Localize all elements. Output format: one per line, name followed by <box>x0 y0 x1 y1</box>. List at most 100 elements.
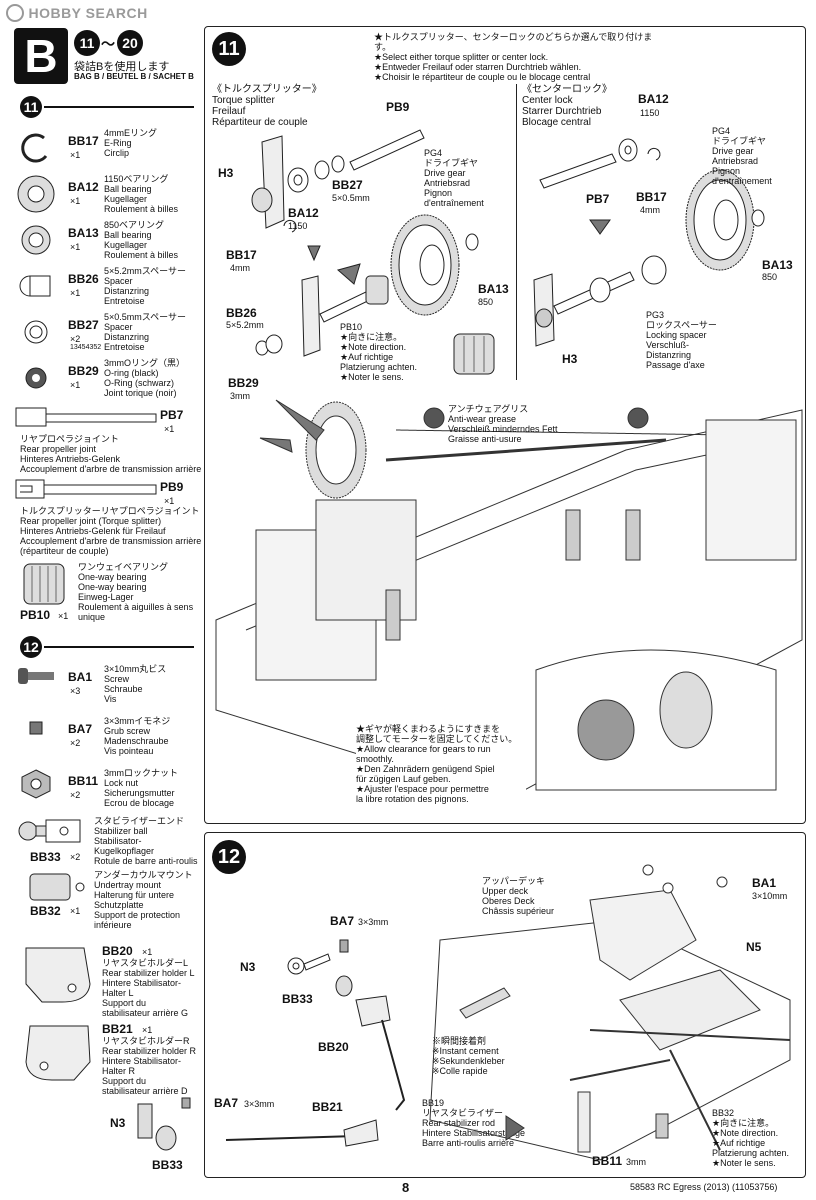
step11-label-bb29: BB29 <box>228 376 259 390</box>
pb9-code: PB9 <box>160 480 184 494</box>
step11-label-ba13-size: 850 <box>478 297 494 307</box>
option-divider <box>516 84 517 380</box>
part-qty: ×2 <box>70 852 81 862</box>
step12-panel <box>204 832 806 1178</box>
sidebar-rule-12 <box>44 646 194 648</box>
o-ring-icon <box>25 367 47 389</box>
step-range-sep: ～ <box>101 36 115 52</box>
part-desc: 1150ベアリング Ball bearing Kugellager Roulem… <box>104 174 179 214</box>
part-qty: ×2 <box>70 790 81 800</box>
step11-label-ba13b-size: 850 <box>762 272 778 282</box>
step11-label-bb17b: BB17 <box>636 190 667 204</box>
part-qty: ×1 <box>70 288 81 298</box>
part-extra: 13454352 <box>70 344 102 351</box>
part-code: BA12 <box>68 180 99 194</box>
part-desc: 850ベアリング Ball bearing Kugellager Rouleme… <box>104 220 179 260</box>
spacer-icon <box>24 320 48 344</box>
chassis-assembly-drawing <box>215 399 803 801</box>
step12-label-bb11: BB11 <box>592 1154 623 1168</box>
bb21-desc: リヤスタビホルダーR Rear stabilizer holder R Hint… <box>102 1036 197 1096</box>
cement-note: ※瞬間接着剤 ※Instant cement ※Sekundenkleber ※… <box>432 1036 505 1076</box>
step11-label-pb9: PB9 <box>386 100 410 114</box>
pb10-shape <box>23 563 65 605</box>
upper-deck-drawing <box>429 864 791 1161</box>
grub-screw-icon <box>29 721 43 735</box>
part-qty: ×3 <box>70 686 81 696</box>
step-range-to: 20 <box>117 30 143 56</box>
step12-label-bb33b: BB33 <box>152 1158 183 1172</box>
step11-panel <box>204 26 806 824</box>
torque-splitter-title: 《トルクスプリッター》 Torque splitter Freilauf Rép… <box>212 84 322 128</box>
step11-pg3: PG3 ロックスペーサー Locking spacer Verschluß- D… <box>646 310 717 370</box>
bearing-icon <box>21 225 51 255</box>
step11-pg4: PG4 ドライブギヤ Drive gear Antriebsrad Pignon… <box>424 148 484 208</box>
part-qty: ×1 <box>70 380 81 390</box>
part-code: BB32 <box>30 904 61 918</box>
spacer-icon <box>19 275 51 297</box>
step12-label-ba7b: BA7 <box>214 1096 239 1110</box>
step11-label-ba12-size: 1150 <box>288 221 308 231</box>
step12-label-ba7a: BA7 <box>330 914 355 928</box>
sidebar-step-12: 12 <box>20 636 42 658</box>
bag-letter-box: B <box>14 28 68 84</box>
step12-label-bb21: BB21 <box>312 1100 343 1114</box>
bb21-shape <box>25 1025 91 1081</box>
step11-label-pb7: PB7 <box>586 192 610 206</box>
part-desc: 5×5.2mmスペーサー Spacer Distanzring Entretoi… <box>104 266 186 306</box>
step12-bb19-note: BB19 リヤスタビライザー Rear stabilizer rod Hinte… <box>422 1098 526 1148</box>
stabilizer-drawing <box>137 939 406 1151</box>
stabilizer-ball-icon <box>18 819 81 843</box>
part-code: BA1 <box>68 670 93 684</box>
sidebar-rule-11 <box>44 106 194 108</box>
pb7-qty: ×1 <box>164 424 175 434</box>
sidebar-step-11: 11 <box>20 96 42 118</box>
part-code: BB29 <box>68 364 99 378</box>
watermark-logo: HOBBY SEARCH <box>6 4 166 22</box>
step11-label-bb27: BB27 <box>332 178 363 192</box>
step12-label-bb33a: BB33 <box>282 992 313 1006</box>
pb9-qty: ×1 <box>164 496 175 506</box>
use-bag-ml: BAG B / BEUTEL B / SACHET B <box>74 72 194 81</box>
footer-ref: 58583 RC Egress (2013) (11053756) <box>630 1182 778 1192</box>
pb10-code: PB10 <box>20 608 51 622</box>
undertray-mount-icon <box>29 873 85 901</box>
step11-pg4b: PG4 ドライブギヤ Drive gear Antriebsrad Pignon… <box>712 126 772 186</box>
step11-label-bb26-size: 5×5.2mm <box>226 320 264 330</box>
upper-deck-label: アッパーデッキ Upper deck Oberes Deck Châssis s… <box>482 876 555 916</box>
part-code: BB27 <box>68 318 99 332</box>
part-desc: スタビライザーエンド Stabilizer ball Stabilisator-… <box>94 816 198 866</box>
step12-label-ba1: BA1 <box>752 876 777 890</box>
part-desc: 3mmOリング（黒） O-ring (black) O-Ring (schwar… <box>104 358 186 398</box>
screw-icon <box>18 668 54 684</box>
pb9-desc: トルクスプリッターリヤプロペラジョイント Rear propeller join… <box>20 506 202 556</box>
use-bag-jp: 袋詰Bを使用します <box>74 61 170 73</box>
step12-label-ba1-size: 3×10mm <box>752 891 788 901</box>
step12-label-n3b: N3 <box>110 1116 126 1130</box>
bearing-icon <box>17 175 55 213</box>
pb7-shape <box>15 407 157 427</box>
step12-number: 12 <box>212 840 246 874</box>
bb20-shape <box>25 947 91 1003</box>
part-code: BA13 <box>68 226 99 240</box>
pb7-code: PB7 <box>160 408 184 422</box>
step11-label-bb26: BB26 <box>226 306 257 320</box>
step-range-from: 11 <box>74 30 100 56</box>
gear-clearance-note: ★ギヤが軽くまわるようにすきまを 調整してモーターを固定してください。 ★All… <box>356 724 526 804</box>
part-row-bb29: BB29 ×1 3mmOリング（黒） O-ring (black) O-Ring (… <box>16 358 206 402</box>
step11-label-h3b: H3 <box>562 352 578 366</box>
step11-label-ba12b-size: 1150 <box>640 108 660 118</box>
step11-label-bb29-size: 3mm <box>230 391 250 401</box>
logo-text: HOBBY SEARCH <box>28 5 148 21</box>
part-desc: 3mmロックナット Lock nut Sicherungsmutter Ecro… <box>104 768 178 808</box>
step12-bb32-note: BB32 ★向きに注意。 ★Note direction. ★Auf richt… <box>712 1108 790 1168</box>
logo-icon <box>6 4 24 22</box>
step11-label-bb17: BB17 <box>226 248 257 262</box>
step11-label-ba12: BA12 <box>288 206 319 220</box>
step12-label-ba7b-size: 3×3mm <box>244 1099 275 1109</box>
grease-note: アンチウェアグリス Anti-wear grease Verschleiß mi… <box>448 404 558 444</box>
